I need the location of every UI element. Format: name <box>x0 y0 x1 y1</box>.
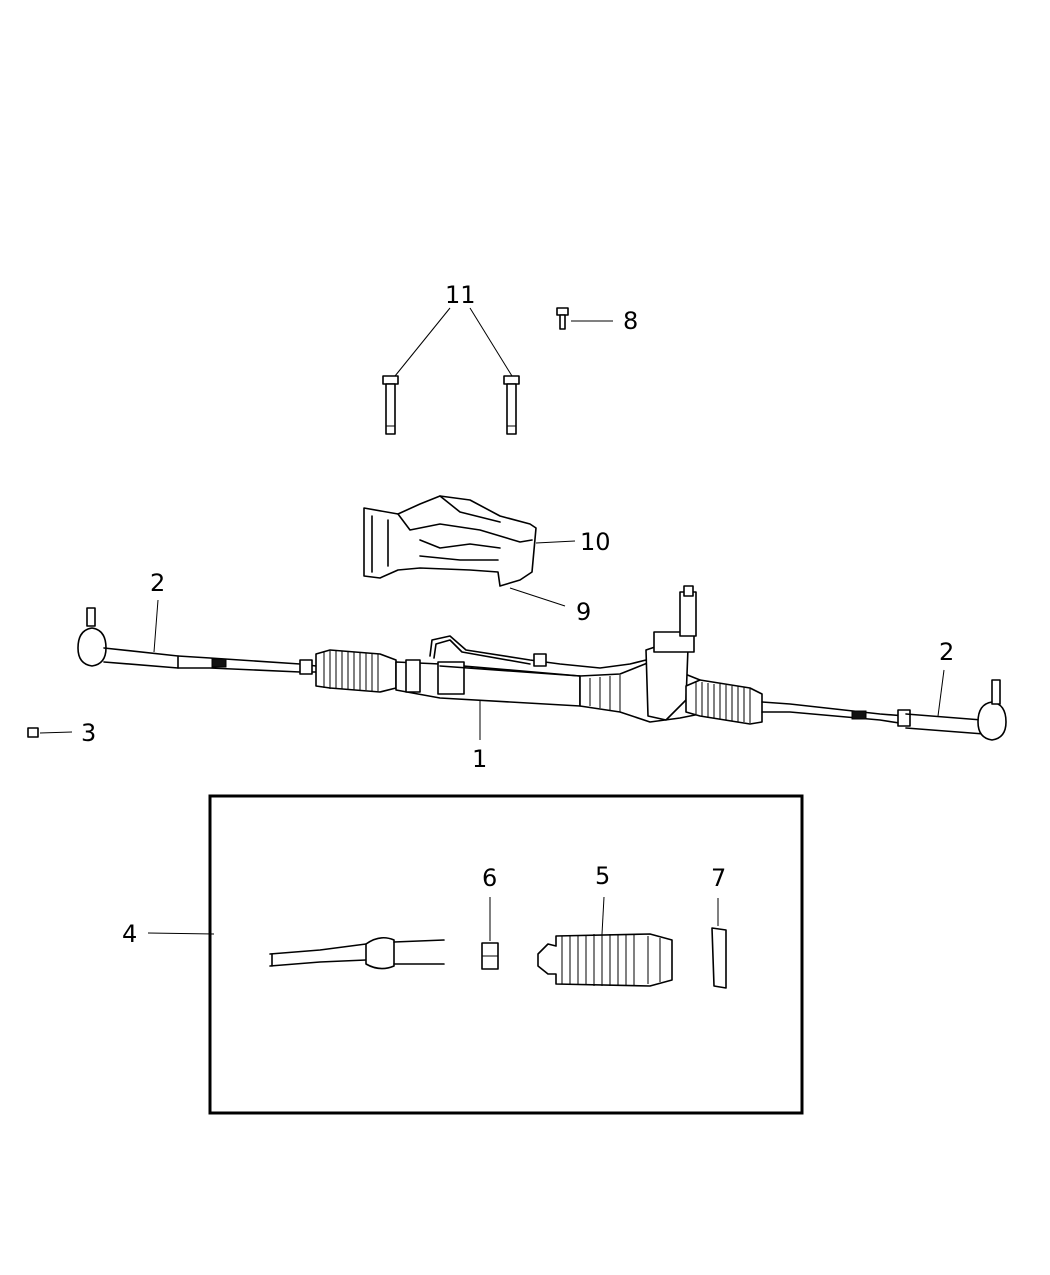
callout-7: 7 <box>711 864 726 892</box>
bolt-11-left-icon <box>382 375 399 435</box>
kit-box <box>208 794 804 1115</box>
nut-3-icon <box>27 727 39 738</box>
bolt-11-right-icon <box>503 375 520 435</box>
callout-2-right: 2 <box>939 638 954 666</box>
callout-8: 8 <box>623 307 638 335</box>
callout-10: 10 <box>580 528 611 556</box>
bolt-8-icon <box>556 307 569 330</box>
callout-2-left: 2 <box>150 569 165 597</box>
callout-1: 1 <box>472 745 487 773</box>
heat-shield-icon <box>363 495 537 587</box>
callout-5: 5 <box>595 862 610 890</box>
tie-rod-end-right-icon <box>905 679 1007 741</box>
tie-rod-end-left-icon <box>77 607 179 669</box>
steering-rack-gear-icon <box>77 585 1007 741</box>
jam-nut-6-icon <box>481 942 499 970</box>
callout-9: 9 <box>576 598 591 626</box>
bellows-boot-5-icon <box>537 933 673 987</box>
callout-11: 11 <box>445 281 476 309</box>
inner-tie-rod-icon <box>269 936 445 970</box>
callout-3: 3 <box>81 719 96 747</box>
clamp-7-icon <box>711 927 727 989</box>
callout-4: 4 <box>122 920 137 948</box>
callout-6: 6 <box>482 864 497 892</box>
